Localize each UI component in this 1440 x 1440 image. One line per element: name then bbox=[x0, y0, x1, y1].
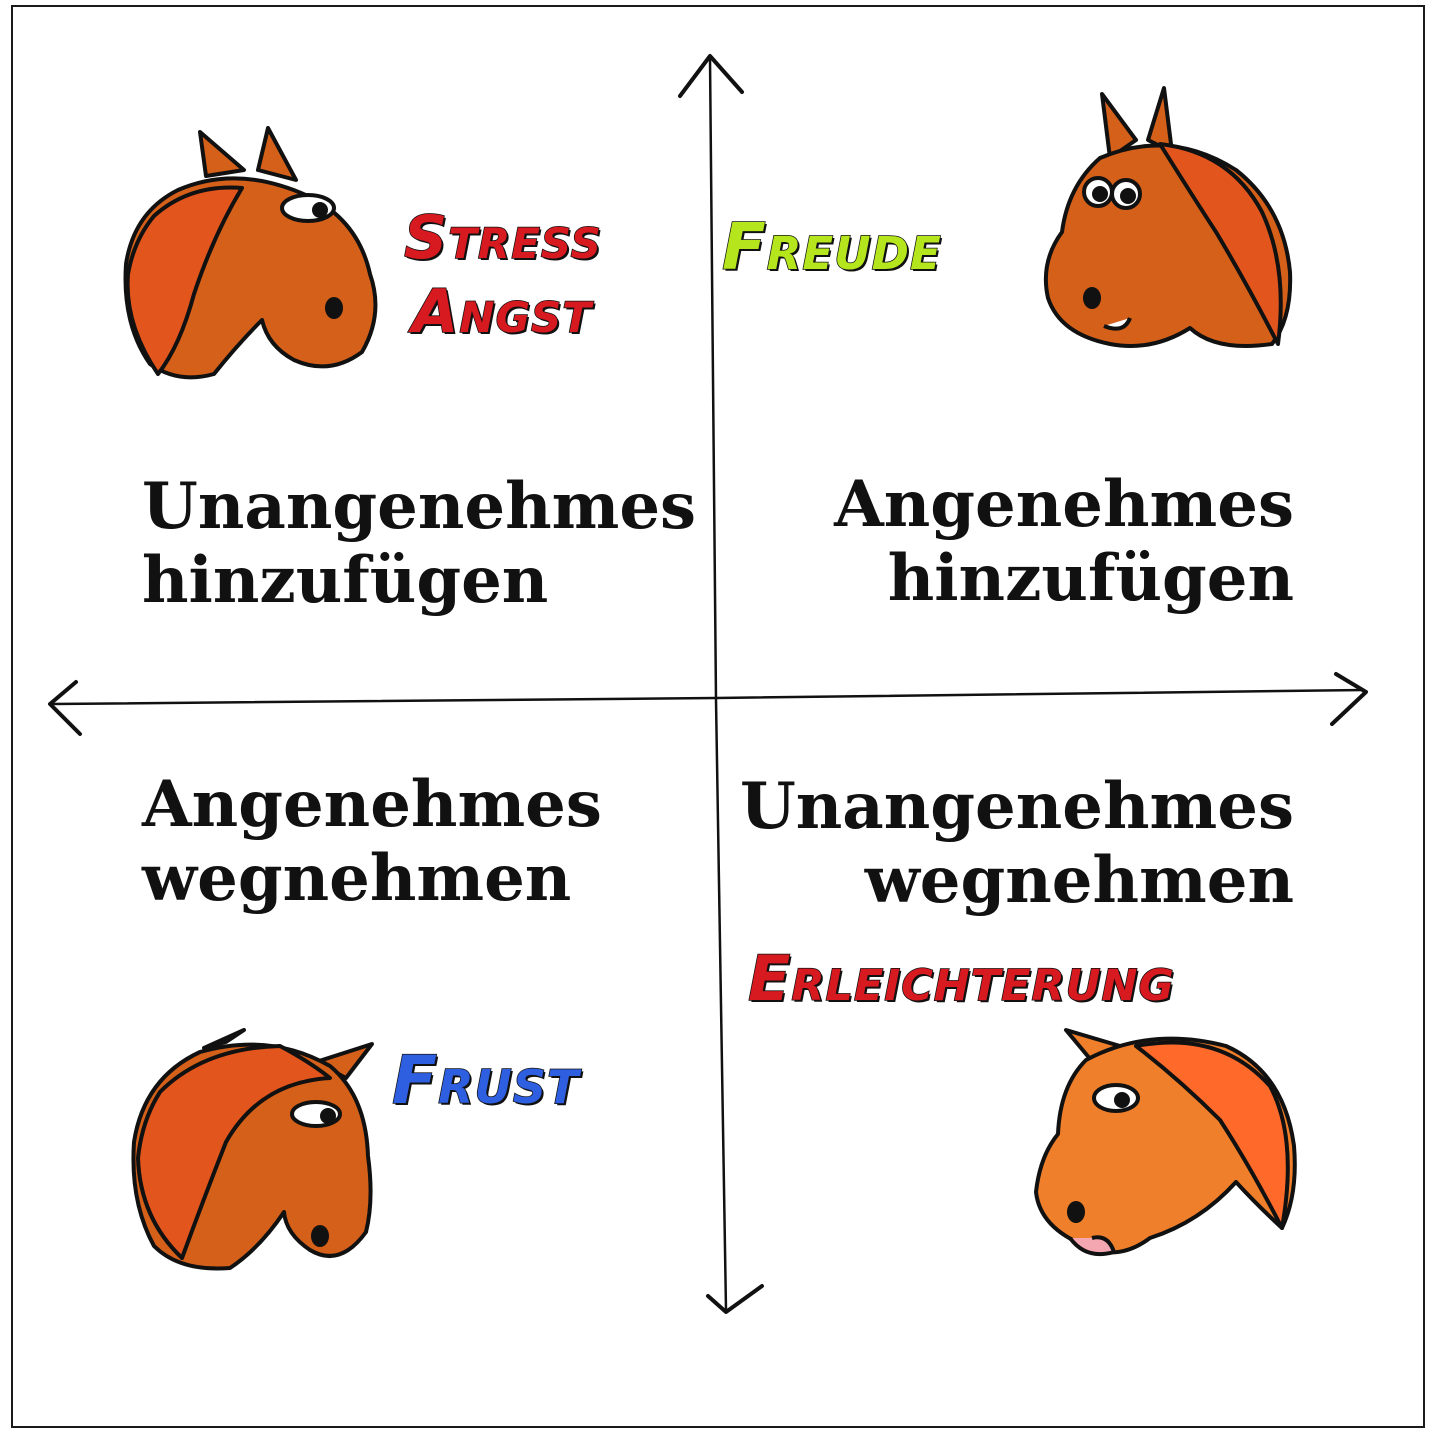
diagram-frame bbox=[11, 5, 1425, 1428]
vertical-axis bbox=[708, 56, 728, 1312]
happy-horse-icon bbox=[1043, 86, 1293, 348]
left-arrow-icon bbox=[48, 680, 82, 736]
down-arrow-icon bbox=[706, 1284, 764, 1314]
quadrant-bottom-right-line1: Unangenehmes bbox=[739, 769, 1294, 844]
emotion-label-stress: Stress bbox=[403, 203, 602, 273]
quadrant-top-left-line2: hinzufügen bbox=[142, 543, 549, 618]
quadrant-bottom-right-line2: wegnehmen bbox=[864, 843, 1294, 918]
stressed-horse-icon bbox=[123, 126, 378, 380]
quadrant-bottom-left-line1: Angenehmes bbox=[142, 767, 602, 842]
quadrant-bottom-right-text: Unangenehmes wegnehmen bbox=[740, 770, 1294, 918]
emotion-label-erleichterung: Erleichterung bbox=[747, 942, 1175, 1015]
quadrant-top-right-line1: Angenehmes bbox=[834, 467, 1294, 542]
quadrant-top-right-line2: hinzufügen bbox=[887, 541, 1294, 616]
relieved-horse-icon bbox=[1034, 1028, 1297, 1257]
quadrant-top-right-text: Angenehmes hinzufügen bbox=[834, 468, 1294, 616]
quadrant-top-left-text: Unangenehmes hinzufügen bbox=[142, 470, 696, 618]
quadrant-bottom-left-line2: wegnehmen bbox=[142, 841, 572, 916]
right-arrow-icon bbox=[1330, 672, 1368, 726]
quadrant-bottom-left-text: Angenehmes wegnehmen bbox=[142, 768, 602, 916]
emotion-label-angst: Angst bbox=[411, 277, 592, 347]
quadrant-top-left-line1: Unangenehmes bbox=[142, 469, 697, 544]
up-arrow-icon bbox=[678, 54, 744, 98]
frustrated-horse-icon bbox=[131, 1028, 374, 1271]
horizontal-axis bbox=[50, 688, 1366, 706]
emotion-label-frust: Frust bbox=[391, 1042, 580, 1119]
emotion-label-freude: Freude bbox=[721, 211, 942, 285]
